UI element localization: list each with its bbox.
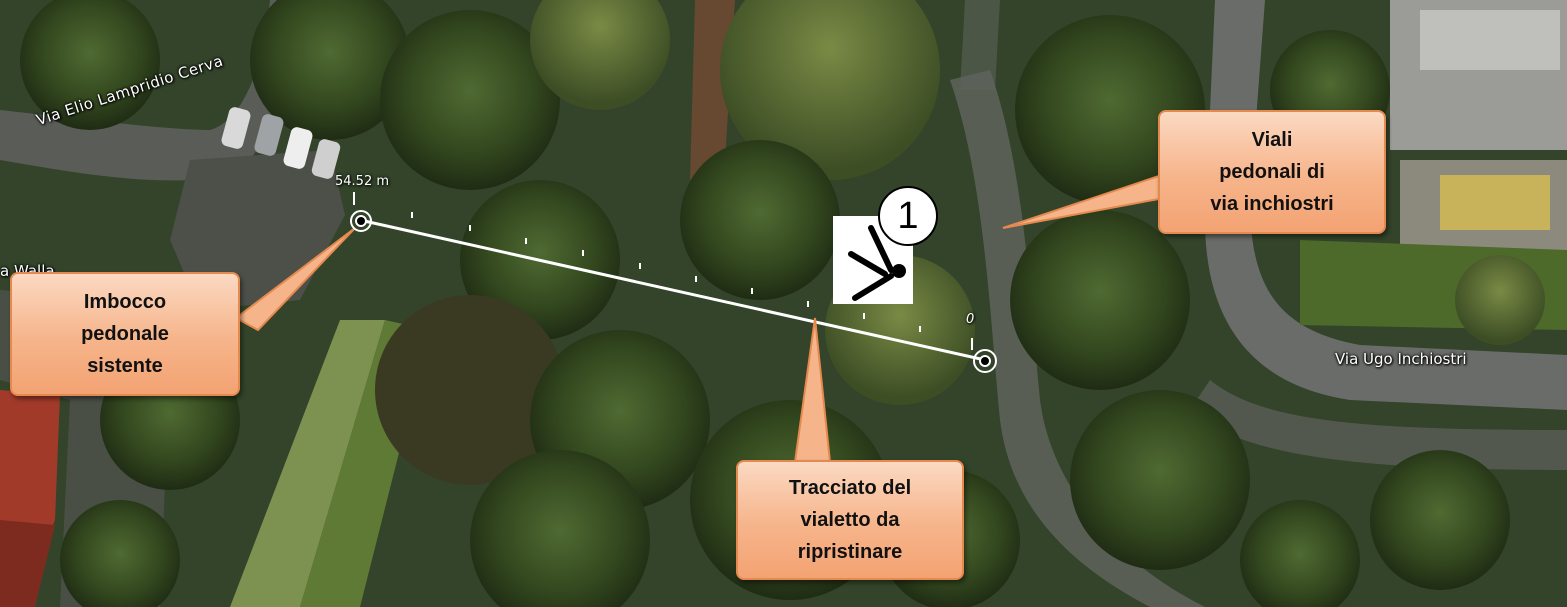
callout-tracciato: Tracciato del vialetto da ripristinare	[736, 460, 964, 580]
road-label-via-ugo: Via Ugo Inchiostri	[1335, 350, 1467, 368]
callout-imbocco-text: Imbocco pedonale sistente	[81, 286, 169, 382]
callout-line: Imbocco	[83, 291, 167, 313]
viewpoint-icon	[848, 225, 906, 301]
measure-point-icon[interactable]	[970, 346, 1000, 376]
measure-point-icon[interactable]	[346, 206, 376, 236]
callout-viali-text: Viali pedonali di via inchiostri	[1210, 124, 1333, 220]
callout-line: pedonali di	[1219, 161, 1325, 183]
callout-line: vialetto da	[800, 509, 900, 531]
callout-line: pedonale	[81, 323, 169, 345]
callout-imbocco: Imbocco pedonale sistente	[10, 272, 240, 396]
callout-tracciato-text: Tracciato del vialetto da ripristinare	[789, 472, 911, 568]
callout-line: Tracciato del	[788, 477, 912, 499]
callout-line: sistente	[87, 355, 163, 377]
viewpoint-number-badge: 1	[878, 186, 938, 246]
callout-line: via inchiostri	[1210, 193, 1334, 215]
start-distance-label: 0	[966, 312, 975, 327]
tree-canopy	[20, 0, 1545, 607]
callout-line: ripristinare	[797, 541, 903, 563]
callout-line: Viali	[1251, 129, 1293, 151]
measurement-line	[353, 192, 986, 362]
callout-pointers	[234, 173, 1166, 463]
callout-viali: Viali pedonali di via inchiostri	[1158, 110, 1386, 234]
parked-cars	[221, 107, 341, 179]
distance-label: 54.52 m	[335, 174, 390, 189]
